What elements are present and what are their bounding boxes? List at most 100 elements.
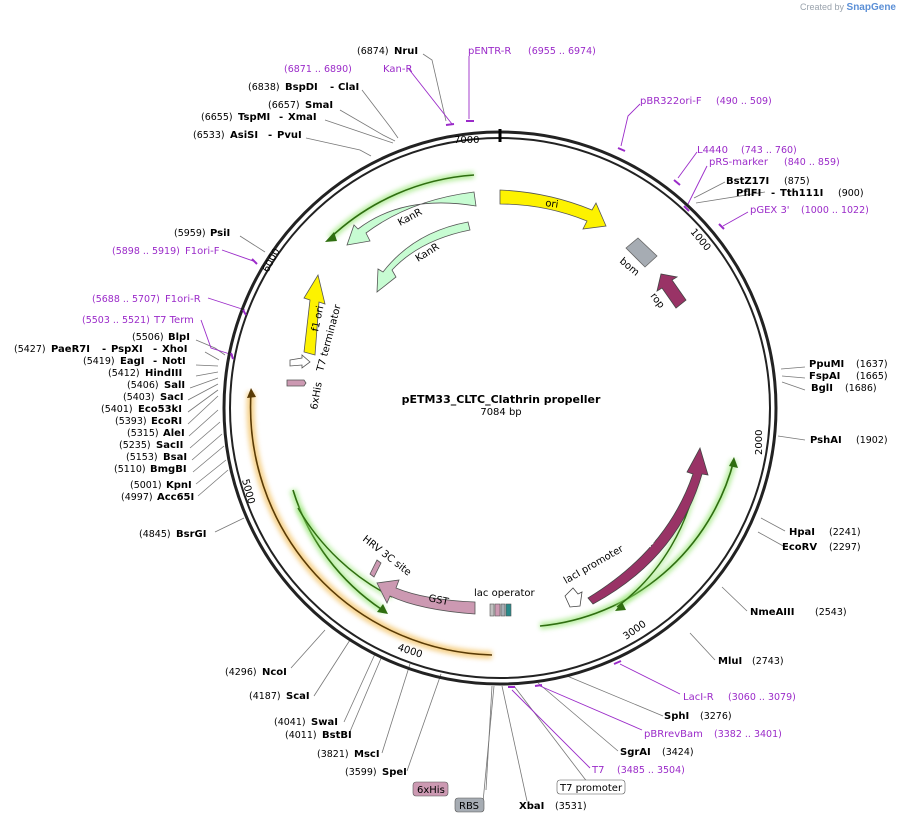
map-label-70: (5001) bbox=[130, 480, 162, 491]
site-labels: (6874)NruI (6838)BspDI- ClaI (6657)SmaI … bbox=[14, 46, 888, 812]
map-label-83: BstBI bbox=[322, 730, 352, 741]
map-label-7: ori bbox=[545, 198, 559, 211]
map-label-119: Kan-R bbox=[383, 64, 412, 75]
map-label-28: (6657) bbox=[268, 100, 300, 111]
map-label-72: (4997) bbox=[121, 492, 153, 503]
map-label-105: (2241) bbox=[829, 527, 861, 538]
feature-hrv-3c bbox=[369, 559, 382, 578]
map-label-73: Acc65I bbox=[157, 492, 194, 503]
feature-t7-terminator bbox=[289, 354, 311, 369]
map-label-91: (875) bbox=[784, 176, 810, 187]
map-label-89: (3531) bbox=[555, 801, 587, 812]
map-label-100: BglI bbox=[811, 383, 833, 394]
map-label-96: PpuMI bbox=[809, 359, 844, 370]
map-label-32: - bbox=[279, 112, 283, 123]
map-label-67: BsaI bbox=[163, 452, 187, 463]
map-label-134: LacI-R bbox=[683, 692, 714, 703]
map-label-109: (2543) bbox=[815, 607, 847, 618]
map-label-64: (5235) bbox=[119, 440, 151, 451]
feature-lac-operator bbox=[505, 603, 512, 617]
boxed-labels: 6xHis RBS T7 promoter bbox=[412, 779, 626, 813]
map-label-49: EagI bbox=[120, 356, 144, 367]
map-label-135: (3060 .. 3079) bbox=[728, 692, 796, 703]
map-label-113: (3276) bbox=[700, 711, 732, 722]
map-label-24: (6838) bbox=[248, 82, 280, 93]
map-label-121: (490 .. 509) bbox=[716, 96, 772, 107]
map-label-98: FspAI bbox=[809, 371, 840, 382]
map-label-69: BmgBI bbox=[150, 464, 187, 475]
feature-kanr-2 bbox=[376, 221, 471, 293]
feature-gst bbox=[376, 579, 476, 615]
map-label-48: (5419) bbox=[83, 356, 115, 367]
snapgene-logo: SnapGene bbox=[846, 2, 896, 13]
label-6xhis-box: 6xHis bbox=[417, 785, 445, 796]
map-label-40: (5506) bbox=[132, 332, 164, 343]
map-label-104: HpaI bbox=[789, 527, 815, 538]
map-label-127: (1000 .. 1022) bbox=[801, 205, 869, 216]
map-label-38: (5959) bbox=[174, 228, 206, 239]
map-label-19: lac operator bbox=[474, 588, 535, 599]
map-label-65: SacII bbox=[156, 440, 183, 451]
map-label-92: PflFI bbox=[736, 188, 761, 199]
map-label-23: NruI bbox=[394, 46, 418, 57]
map-label-18: HRV 3C site bbox=[360, 534, 413, 579]
map-label-111: (2743) bbox=[752, 656, 784, 667]
map-label-131: F1ori-R bbox=[165, 294, 201, 305]
map-label-75: BsrGI bbox=[176, 529, 206, 540]
map-label-81: SwaI bbox=[311, 717, 338, 728]
map-label-133: T7 Term bbox=[153, 315, 194, 326]
tick-2000: 2000 bbox=[754, 430, 765, 455]
feature-laci-promoter bbox=[564, 587, 583, 608]
label-6xhis: 6xHis bbox=[309, 381, 325, 410]
map-label-47: XhoI bbox=[162, 344, 187, 355]
feature-ori bbox=[499, 189, 607, 230]
map-label-87: SpeI bbox=[382, 767, 407, 778]
map-label-58: (5401) bbox=[101, 404, 133, 415]
map-label-82: (4011) bbox=[285, 730, 317, 741]
map-label-107: (2297) bbox=[829, 542, 861, 553]
map-label-66: (5153) bbox=[126, 452, 158, 463]
map-label-53: HindIII bbox=[145, 368, 182, 379]
map-label-115: (3424) bbox=[662, 747, 694, 758]
map-label-29: SmaI bbox=[305, 100, 333, 111]
map-label-124: pRS-marker bbox=[709, 157, 769, 168]
map-label-139: (3485 .. 3504) bbox=[617, 765, 685, 776]
map-label-80: (4041) bbox=[274, 717, 306, 728]
feature-rop bbox=[656, 273, 687, 309]
map-label-62: (5315) bbox=[127, 428, 159, 439]
map-label-44: - bbox=[102, 344, 106, 355]
map-label-51: NotI bbox=[162, 356, 186, 367]
map-label-42: (5427) bbox=[14, 344, 46, 355]
map-label-25: BspDI bbox=[285, 82, 318, 93]
feature-f1-ori bbox=[303, 273, 326, 356]
map-label-57: SacI bbox=[160, 392, 184, 403]
map-label-30: (6655) bbox=[201, 112, 233, 123]
map-label-12: f1 ori bbox=[310, 305, 326, 333]
map-label-50: - bbox=[153, 356, 157, 367]
map-label-46: - bbox=[153, 344, 157, 355]
map-label-130: (5688 .. 5707) bbox=[92, 294, 160, 305]
map-label-31: TspMI bbox=[238, 112, 270, 123]
map-label-26: - bbox=[330, 82, 334, 93]
tick-7000: 7000 bbox=[454, 135, 479, 146]
label-rbs-box: RBS bbox=[459, 801, 479, 812]
map-label-128: (5898 .. 5919) bbox=[112, 246, 180, 257]
map-label-118: (6871 .. 6890) bbox=[284, 64, 352, 75]
map-label-106: EcoRV bbox=[782, 542, 817, 553]
map-label-68: (5110) bbox=[114, 464, 146, 475]
map-label-77: NcoI bbox=[262, 667, 287, 678]
map-label-97: (1637) bbox=[856, 359, 888, 370]
tick-3000: 3000 bbox=[621, 619, 648, 643]
primer-markers bbox=[230, 120, 725, 688]
map-label-125: (840 .. 859) bbox=[784, 157, 840, 168]
map-label-17: GST bbox=[427, 593, 450, 608]
feature-bom bbox=[625, 237, 658, 268]
map-label-71: KpnI bbox=[166, 480, 192, 491]
map-label-74: (4845) bbox=[139, 529, 171, 540]
map-label-108: NmeAIII bbox=[750, 607, 794, 618]
map-label-55: SalI bbox=[164, 380, 185, 391]
map-label-88: XbaI bbox=[519, 801, 544, 812]
label-t7-promoter-box: T7 promoter bbox=[559, 783, 623, 794]
